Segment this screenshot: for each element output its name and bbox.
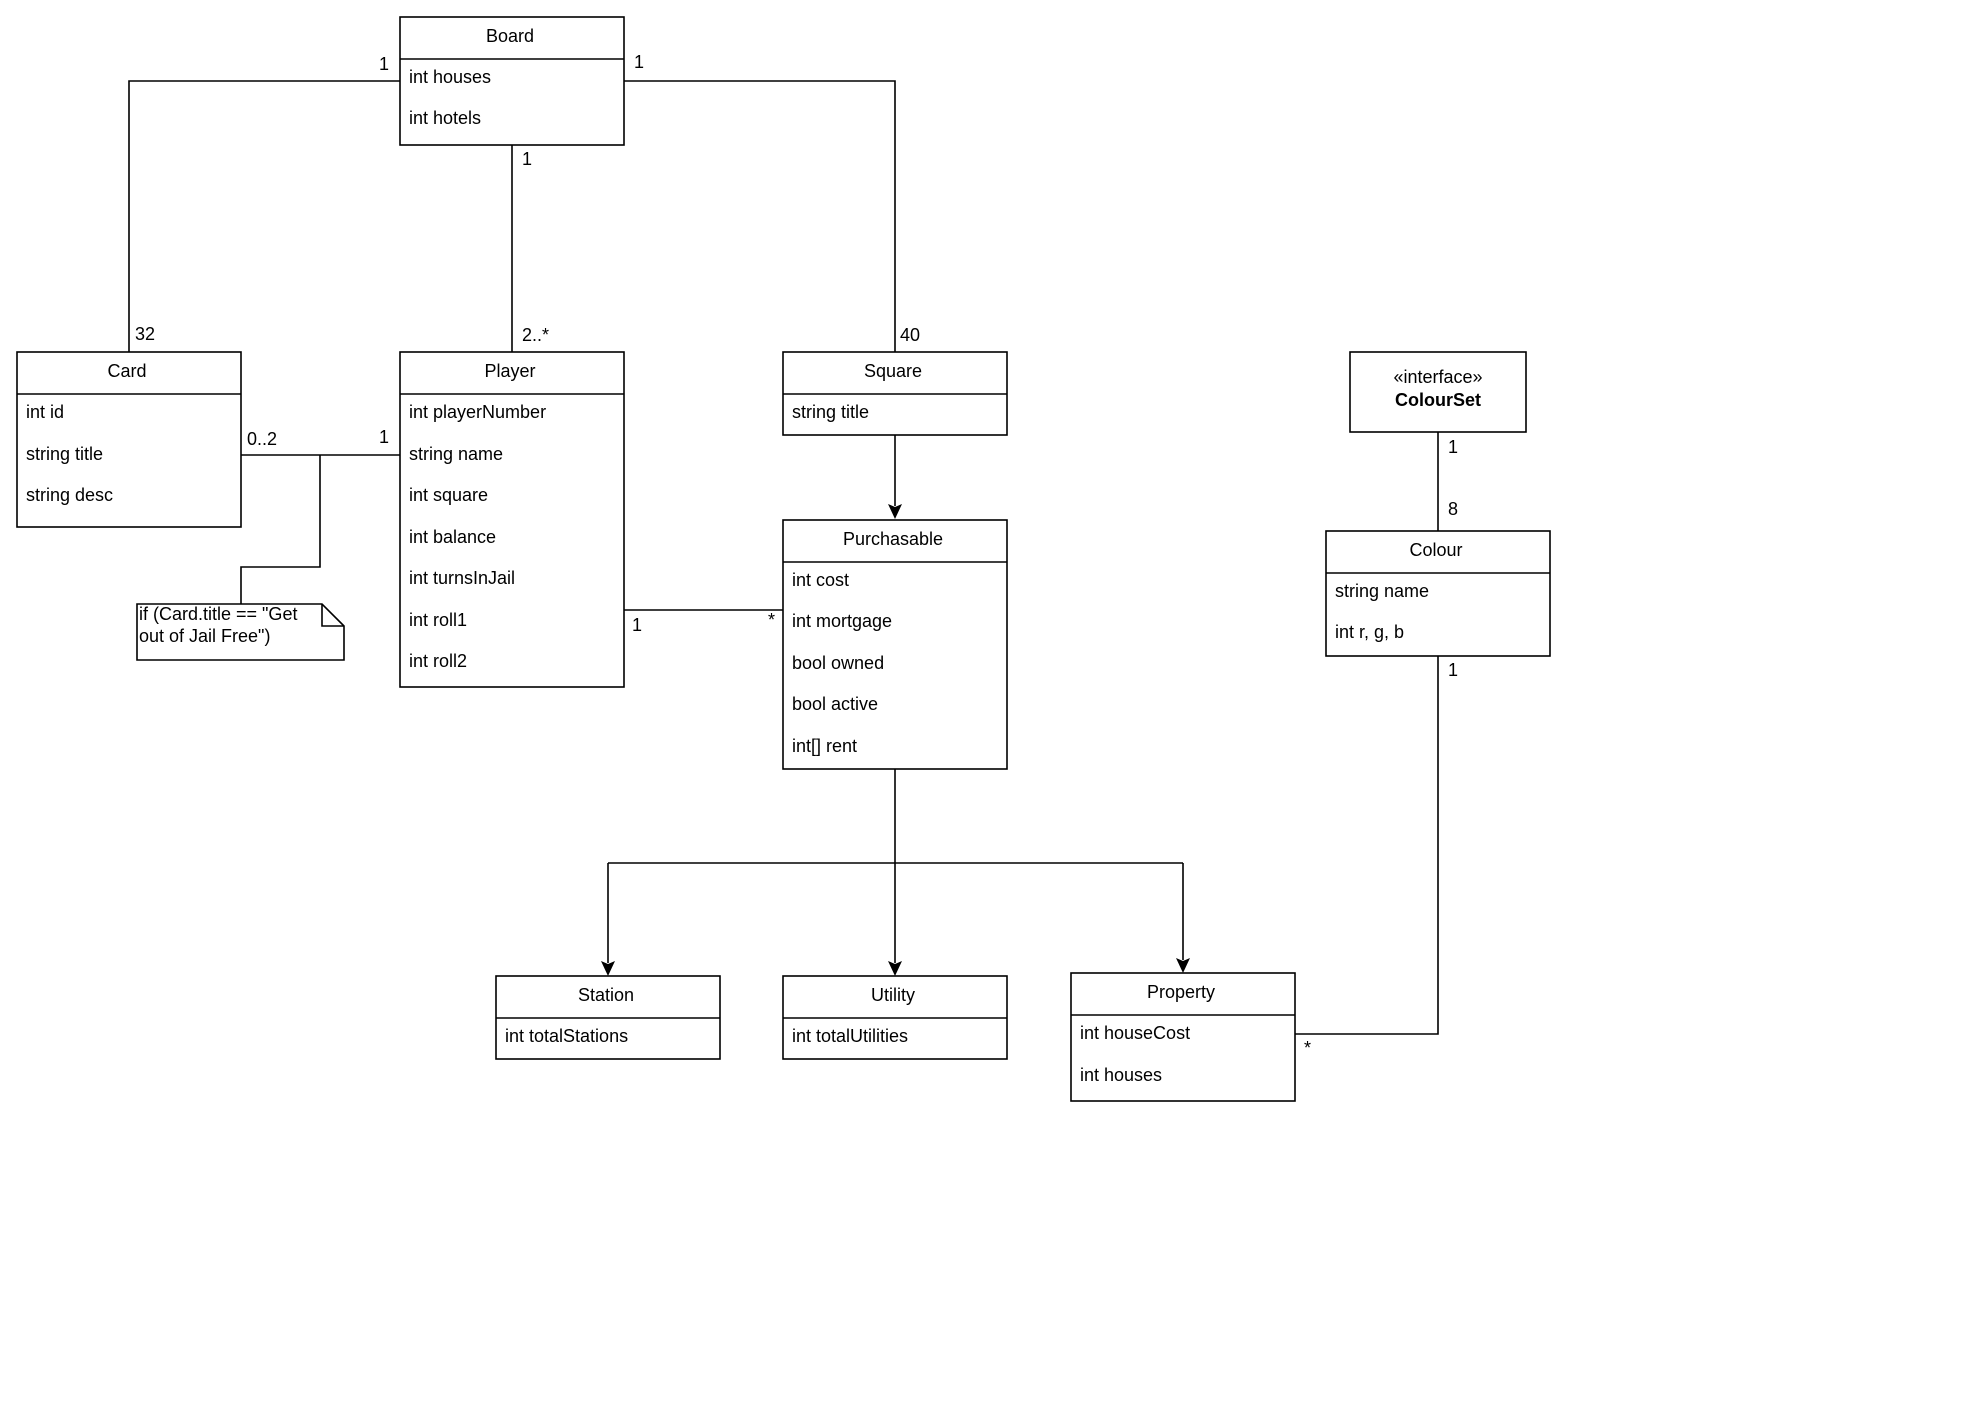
stereotype-label: «interface» [1393,367,1482,387]
attribute: int houseCost [1080,1023,1190,1043]
mult-board-player-board: 1 [522,149,532,169]
class-property[interactable]: Property int houseCost int houses [1070,972,1296,1102]
class-name: Station [578,985,634,1005]
class-name: Player [484,361,535,381]
mult-player-purchasable-player: 1 [632,615,642,635]
class-name: Board [486,26,534,46]
class-name: Card [107,361,146,381]
mult-colour-property-colour: 1 [1448,660,1458,680]
mult-board-player-player: 2..* [522,325,549,345]
arrowhead-station [601,961,615,976]
attribute: string name [1335,581,1429,601]
attribute: int id [26,402,64,422]
attribute: string desc [26,485,113,505]
class-station[interactable]: Station int totalStations [495,975,721,1060]
attribute: int roll1 [409,610,467,630]
arrowhead-purchasable [888,504,902,519]
class-purchasable[interactable]: Purchasable int cost int mortgage bool o… [782,519,1008,770]
class-square[interactable]: Square string title [782,351,1008,436]
attribute: int roll2 [409,651,467,671]
attribute: int turnsInJail [409,568,515,588]
attribute: int houses [409,67,491,87]
attribute: int[] rent [792,736,857,756]
arrowhead-property [1176,958,1190,973]
attribute: int square [409,485,488,505]
interface-name: ColourSet [1395,390,1481,410]
mult-colourset-colour-colour: 8 [1448,499,1458,519]
attribute: int balance [409,527,496,547]
association-board-square [624,80,896,352]
interface-colourset[interactable]: «interface» ColourSet [1349,351,1527,433]
attribute: int totalUtilities [792,1026,908,1046]
connectors [128,80,1439,1035]
mult-colourset-colour-colourset: 1 [1448,437,1458,457]
mult-colour-property-property: * [1304,1038,1311,1058]
class-name: Colour [1409,540,1462,560]
note[interactable]: if (Card.title == "Get out of Jail Free"… [136,603,345,661]
class-name: Purchasable [843,529,943,549]
class-utility[interactable]: Utility int totalUtilities [782,975,1008,1060]
attribute: bool owned [792,653,884,673]
class-name: Property [1147,982,1215,1002]
note-line: if (Card.title == "Get [139,604,297,624]
attribute: string title [26,444,103,464]
arrowhead-utility [888,961,902,976]
class-board[interactable]: Board int houses int hotels [399,16,625,146]
attribute: int hotels [409,108,481,128]
class-name: Utility [871,985,915,1005]
mult-board-card-board: 1 [379,54,389,74]
uml-class-diagram: 1 32 1 2..* 1 40 0..2 1 1 * 1 8 1 * Boar… [16,16,1551,1102]
association-colour-property [1295,656,1439,1035]
note-anchor-line [240,455,321,604]
mult-board-square-board: 1 [634,52,644,72]
mult-card-player-player: 1 [379,427,389,447]
attribute: int cost [792,570,849,590]
mult-board-square-square: 40 [900,325,920,345]
attribute: int totalStations [505,1026,628,1046]
attribute: string title [792,402,869,422]
attribute: bool active [792,694,878,714]
attribute: int houses [1080,1065,1162,1085]
association-board-card [128,80,400,352]
attribute: int playerNumber [409,402,546,422]
attribute: string name [409,444,503,464]
class-name: Square [864,361,922,381]
attribute: int mortgage [792,611,892,631]
mult-board-card-card: 32 [135,324,155,344]
note-line: out of Jail Free") [139,626,270,646]
class-card[interactable]: Card int id string title string desc [16,351,242,528]
mult-card-player-card: 0..2 [247,429,277,449]
class-player[interactable]: Player int playerNumber string name int … [399,351,625,688]
class-colour[interactable]: Colour string name int r, g, b [1325,530,1551,657]
multiplicity-labels: 1 32 1 2..* 1 40 0..2 1 1 * 1 8 1 * [135,52,1458,1058]
attribute: int r, g, b [1335,622,1404,642]
mult-player-purchasable-purchasable: * [768,610,775,630]
